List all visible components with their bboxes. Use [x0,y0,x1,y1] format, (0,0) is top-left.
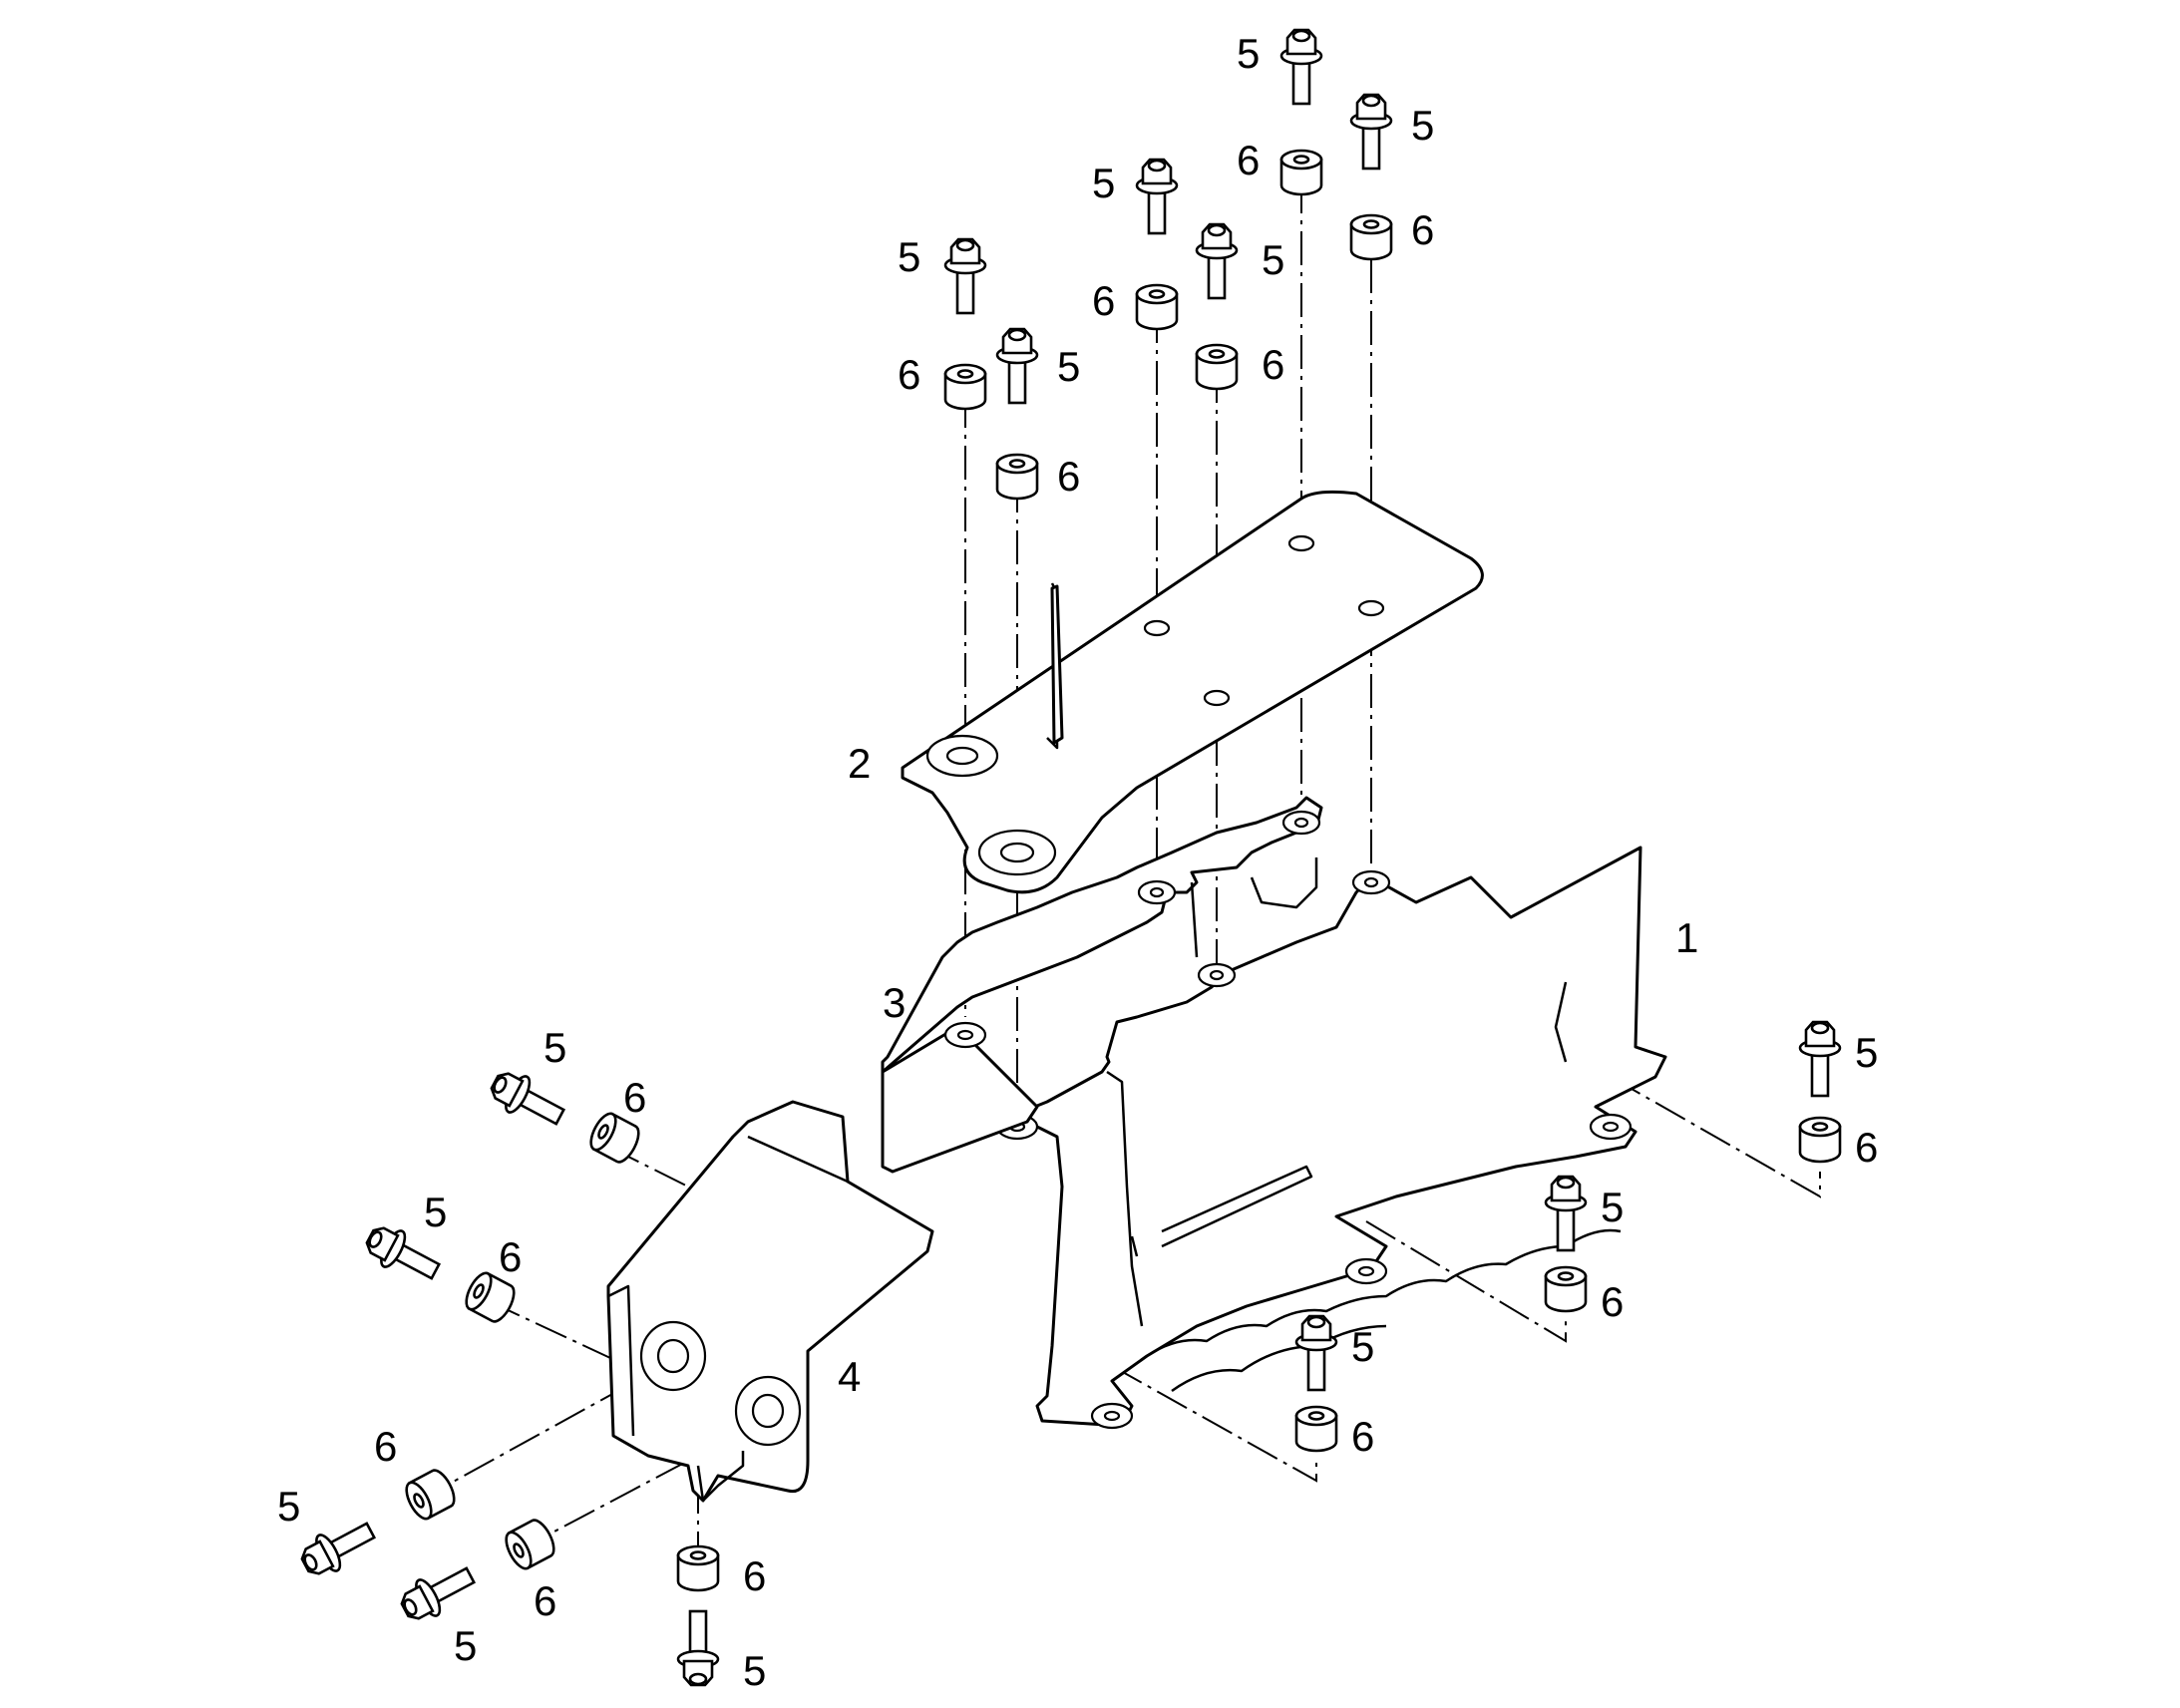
callout-bolt: 5 [277,1483,300,1530]
bolt-icon [400,1566,477,1620]
bolt-icon [1279,28,1323,106]
bolt-icon [995,327,1039,405]
spacer-icon [1135,283,1179,331]
part-4-side-shield [606,1100,934,1503]
callout-spacer: 6 [1092,277,1115,324]
callout-bolt: 5 [454,1622,477,1669]
bolt-icon [1544,1175,1588,1252]
callout-labels: 1 2 3 4 5 5 5 5 5 5 5 5 5 5 5 5 5 5 6 6 … [277,30,1878,1694]
callout-spacer: 6 [623,1074,646,1121]
spacer-icon [676,1544,720,1592]
callout-spacer: 6 [1057,453,1080,500]
callout-bolt: 5 [1057,343,1080,390]
bolt-icon [1294,1314,1338,1392]
callout-part-2: 2 [848,740,871,787]
spacer-icon [1544,1265,1588,1313]
bolt-icon [490,1072,566,1126]
callout-bolt: 5 [898,233,920,280]
spacer-icon [943,363,987,411]
callout-spacer: 6 [374,1423,397,1470]
callout-part-3: 3 [883,979,906,1026]
callout-spacer: 6 [1351,1413,1374,1460]
spacer-icon [465,1271,516,1323]
spacer-icon [1798,1116,1842,1164]
spacer-icon [1294,1405,1338,1453]
callout-bolt: 5 [1092,160,1115,206]
callout-spacer: 6 [743,1552,766,1599]
bolt-icon [1195,222,1239,300]
part-1-lower-shield [995,846,1667,1430]
spacer-icon [995,453,1039,501]
callout-bolt: 5 [1351,1323,1374,1370]
callout-part-4: 4 [838,1353,861,1400]
callout-bolt: 5 [743,1647,766,1694]
callout-bolt: 5 [424,1189,447,1235]
bolt-icon [676,1609,720,1687]
callout-spacer: 6 [1855,1124,1878,1171]
bolt-icon [943,237,987,315]
callout-spacer: 6 [898,351,920,398]
part-2-upper-shield [901,490,1484,894]
bolt-icon [1349,93,1393,171]
callout-bolt: 5 [1855,1029,1878,1076]
bolt-icon [1798,1020,1842,1098]
callout-bolt: 5 [1262,236,1284,283]
callout-spacer: 6 [499,1233,522,1280]
spacer-icon [405,1469,456,1521]
spacer-icon [1349,213,1393,261]
callout-bolt: 5 [544,1024,566,1071]
spacer-icon [1279,149,1323,196]
callout-part-1: 1 [1675,914,1698,961]
spacer-icon [505,1519,555,1570]
callout-spacer: 6 [534,1577,556,1624]
callout-spacer: 6 [1262,341,1284,388]
bolt-icon [300,1522,377,1575]
spacer-icon [589,1112,640,1164]
hardware-group [300,28,1842,1687]
bolt-icon [365,1226,442,1280]
callout-spacer: 6 [1411,206,1434,253]
callout-bolt: 5 [1237,30,1260,77]
callout-spacer: 6 [1237,137,1260,183]
bolt-icon [1135,158,1179,235]
callout-bolt: 5 [1411,102,1434,149]
part-3-bracket [881,796,1323,1174]
callout-bolt: 5 [1601,1184,1624,1230]
spacer-icon [1195,343,1239,391]
callout-spacer: 6 [1601,1278,1624,1325]
